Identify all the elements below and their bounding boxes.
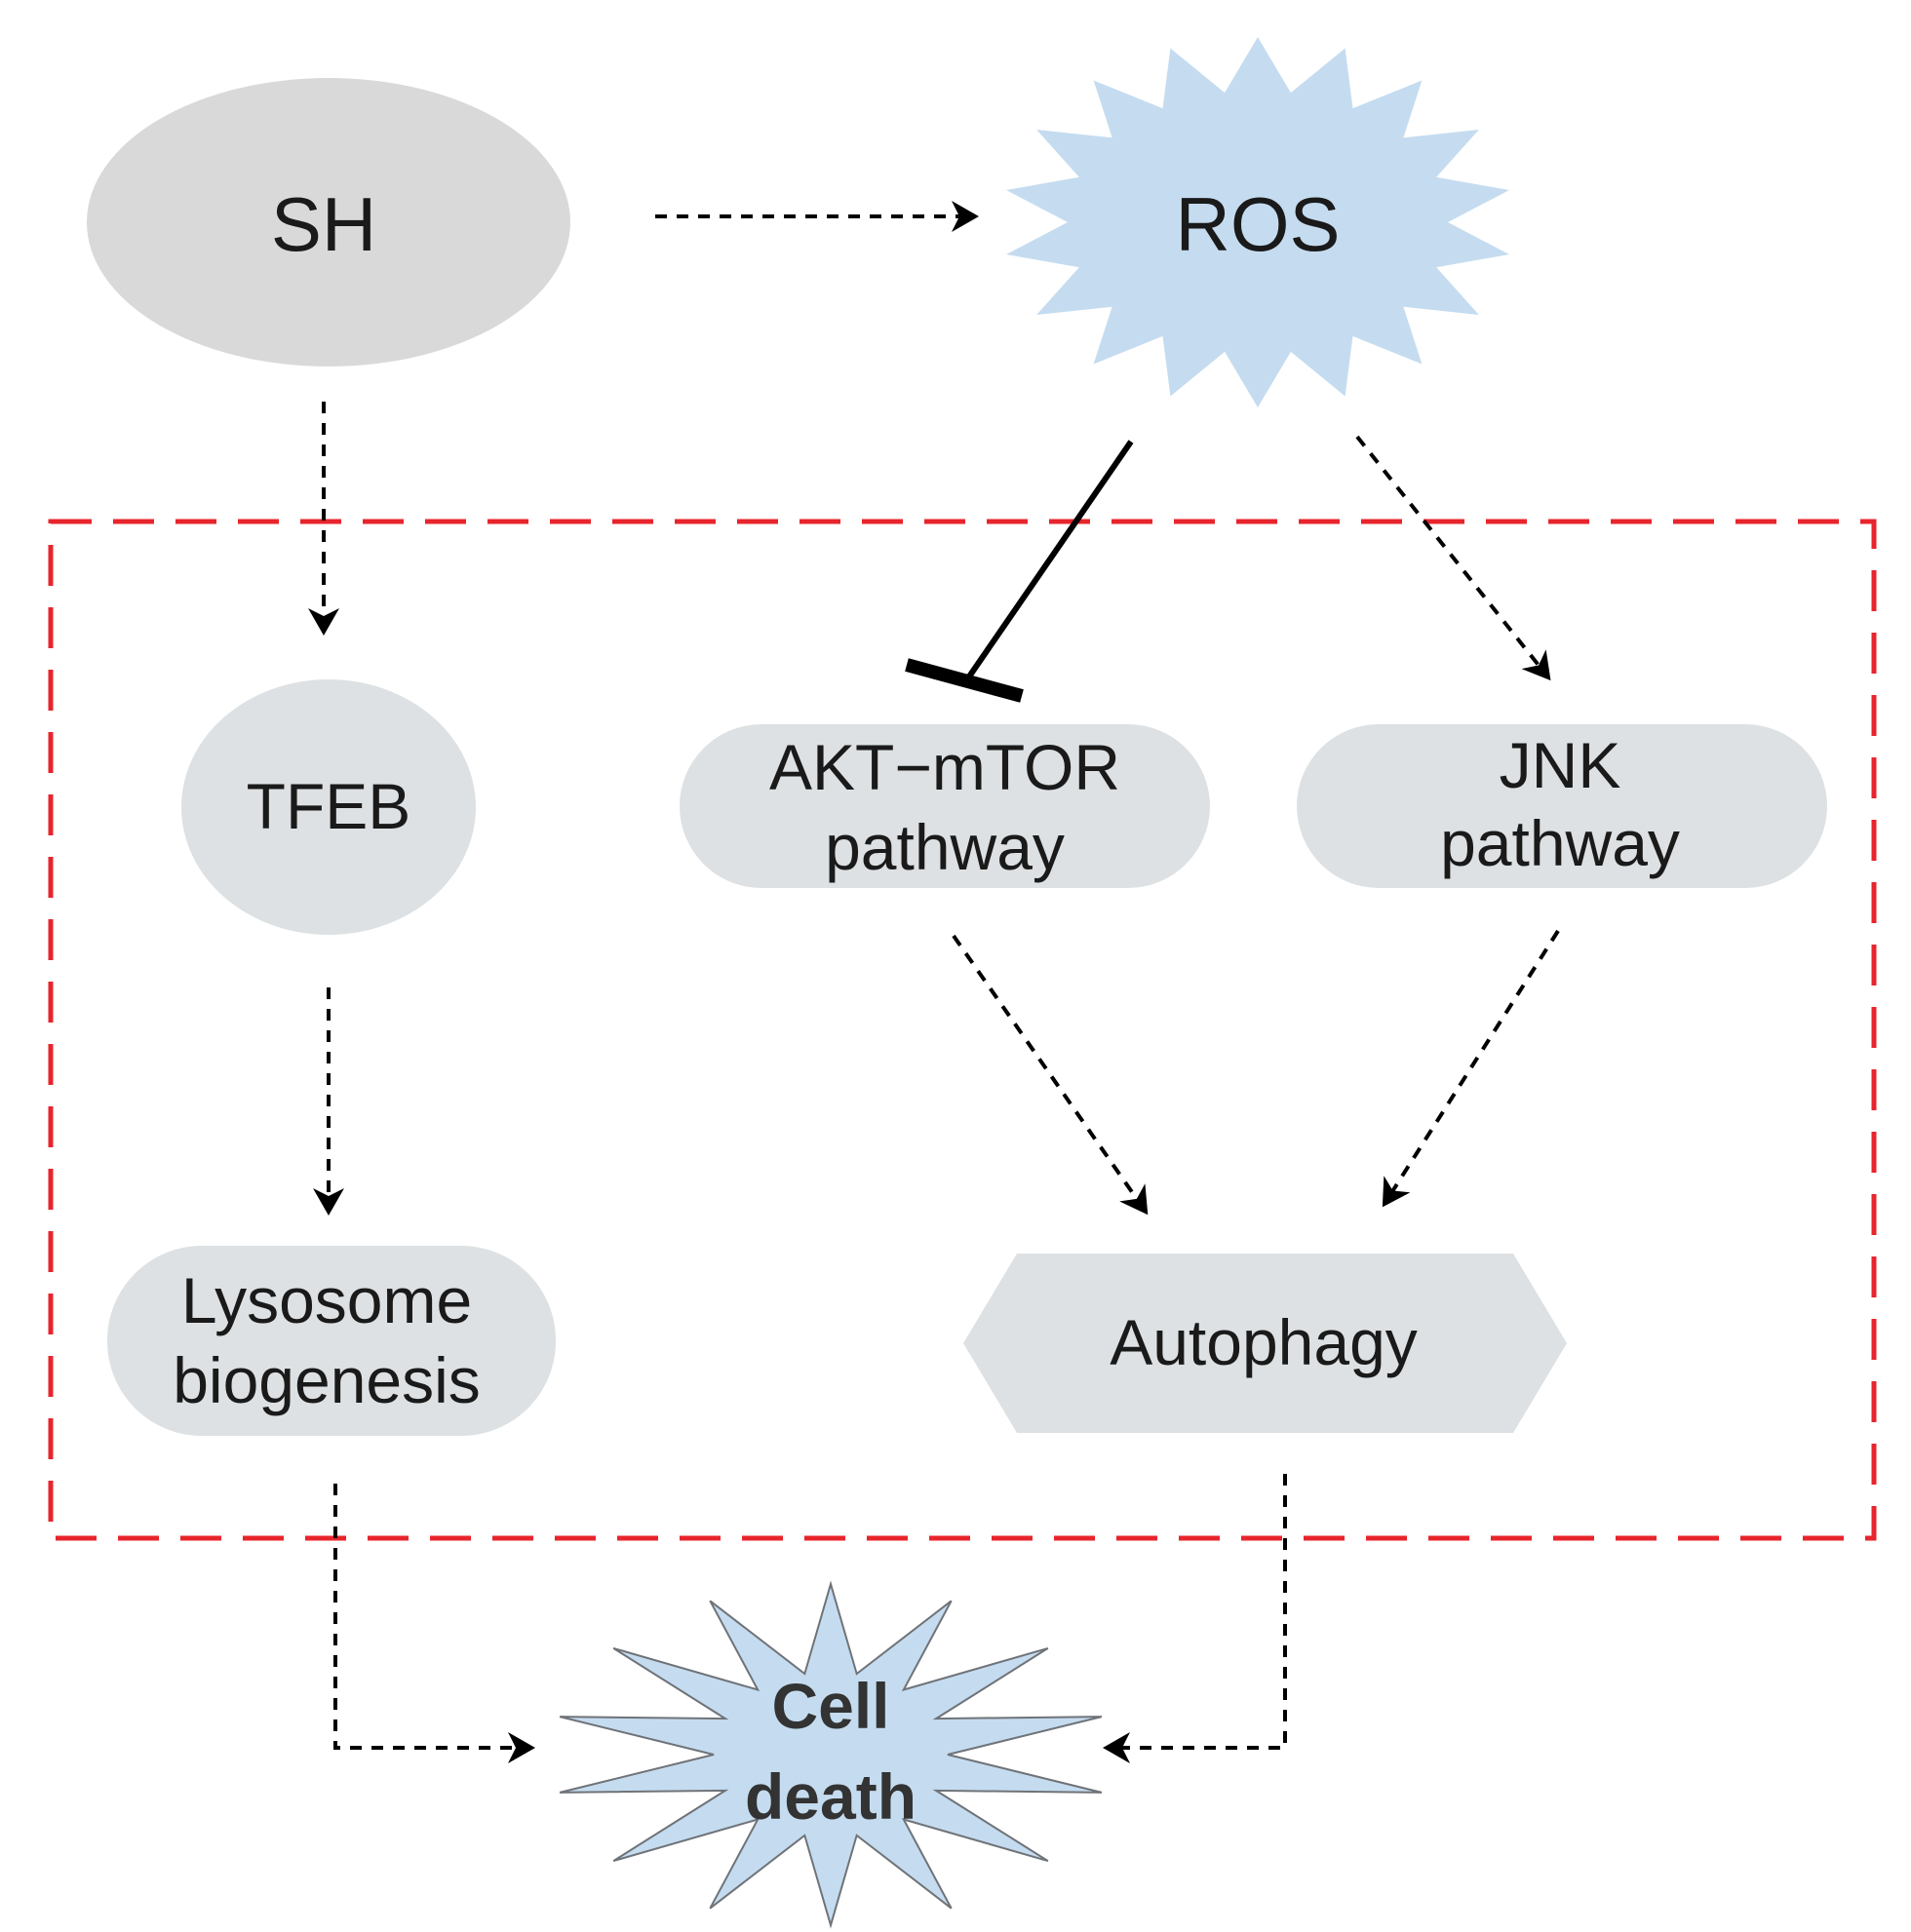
cell-death-label-line1: Cell [771,1670,889,1742]
arrow-akt-to-autophagy [952,934,1149,1216]
arrow-jnk-to-autophagy [1382,929,1560,1208]
akt-mtor-label-line2: pathway [825,811,1065,883]
lysosome-label-line1: Lysosome [181,1264,472,1336]
ros-node: ROS [1006,37,1509,407]
sh-label: SH [271,181,376,267]
autophagy-node: Autophagy [963,1254,1567,1433]
sh-node: SH [87,78,570,367]
cell-death-label-line2: death [745,1760,916,1833]
cell-death-node: Cell death [559,1580,1103,1929]
ros-label: ROS [1175,181,1340,267]
jnk-label-line1: JNK [1500,729,1621,801]
jnk-node: JNK pathway [1297,724,1827,888]
lysosome-biogenesis-node: Lysosome biogenesis [107,1246,556,1436]
lysosome-autophagy-region [48,519,1877,1541]
arrow-ros-to-jnk [1355,435,1551,681]
jnk-label-line2: pathway [1440,807,1680,879]
autophagy-label: Autophagy [1110,1306,1418,1378]
arrow-autophagy-to-cell-death [1103,1474,1287,1763]
akt-mtor-label-line1: AKT−mTOR [769,731,1120,803]
lysosome-label-line2: biogenesis [173,1344,481,1416]
akt-mtor-node: AKT−mTOR pathway [680,724,1210,888]
tfeb-label: TFEB [247,770,411,842]
tfeb-node: TFEB [181,679,476,935]
arrow-lysosome-to-cell-death [333,1484,535,1763]
inhibition-ros-to-akt-mtor [905,440,1134,703]
